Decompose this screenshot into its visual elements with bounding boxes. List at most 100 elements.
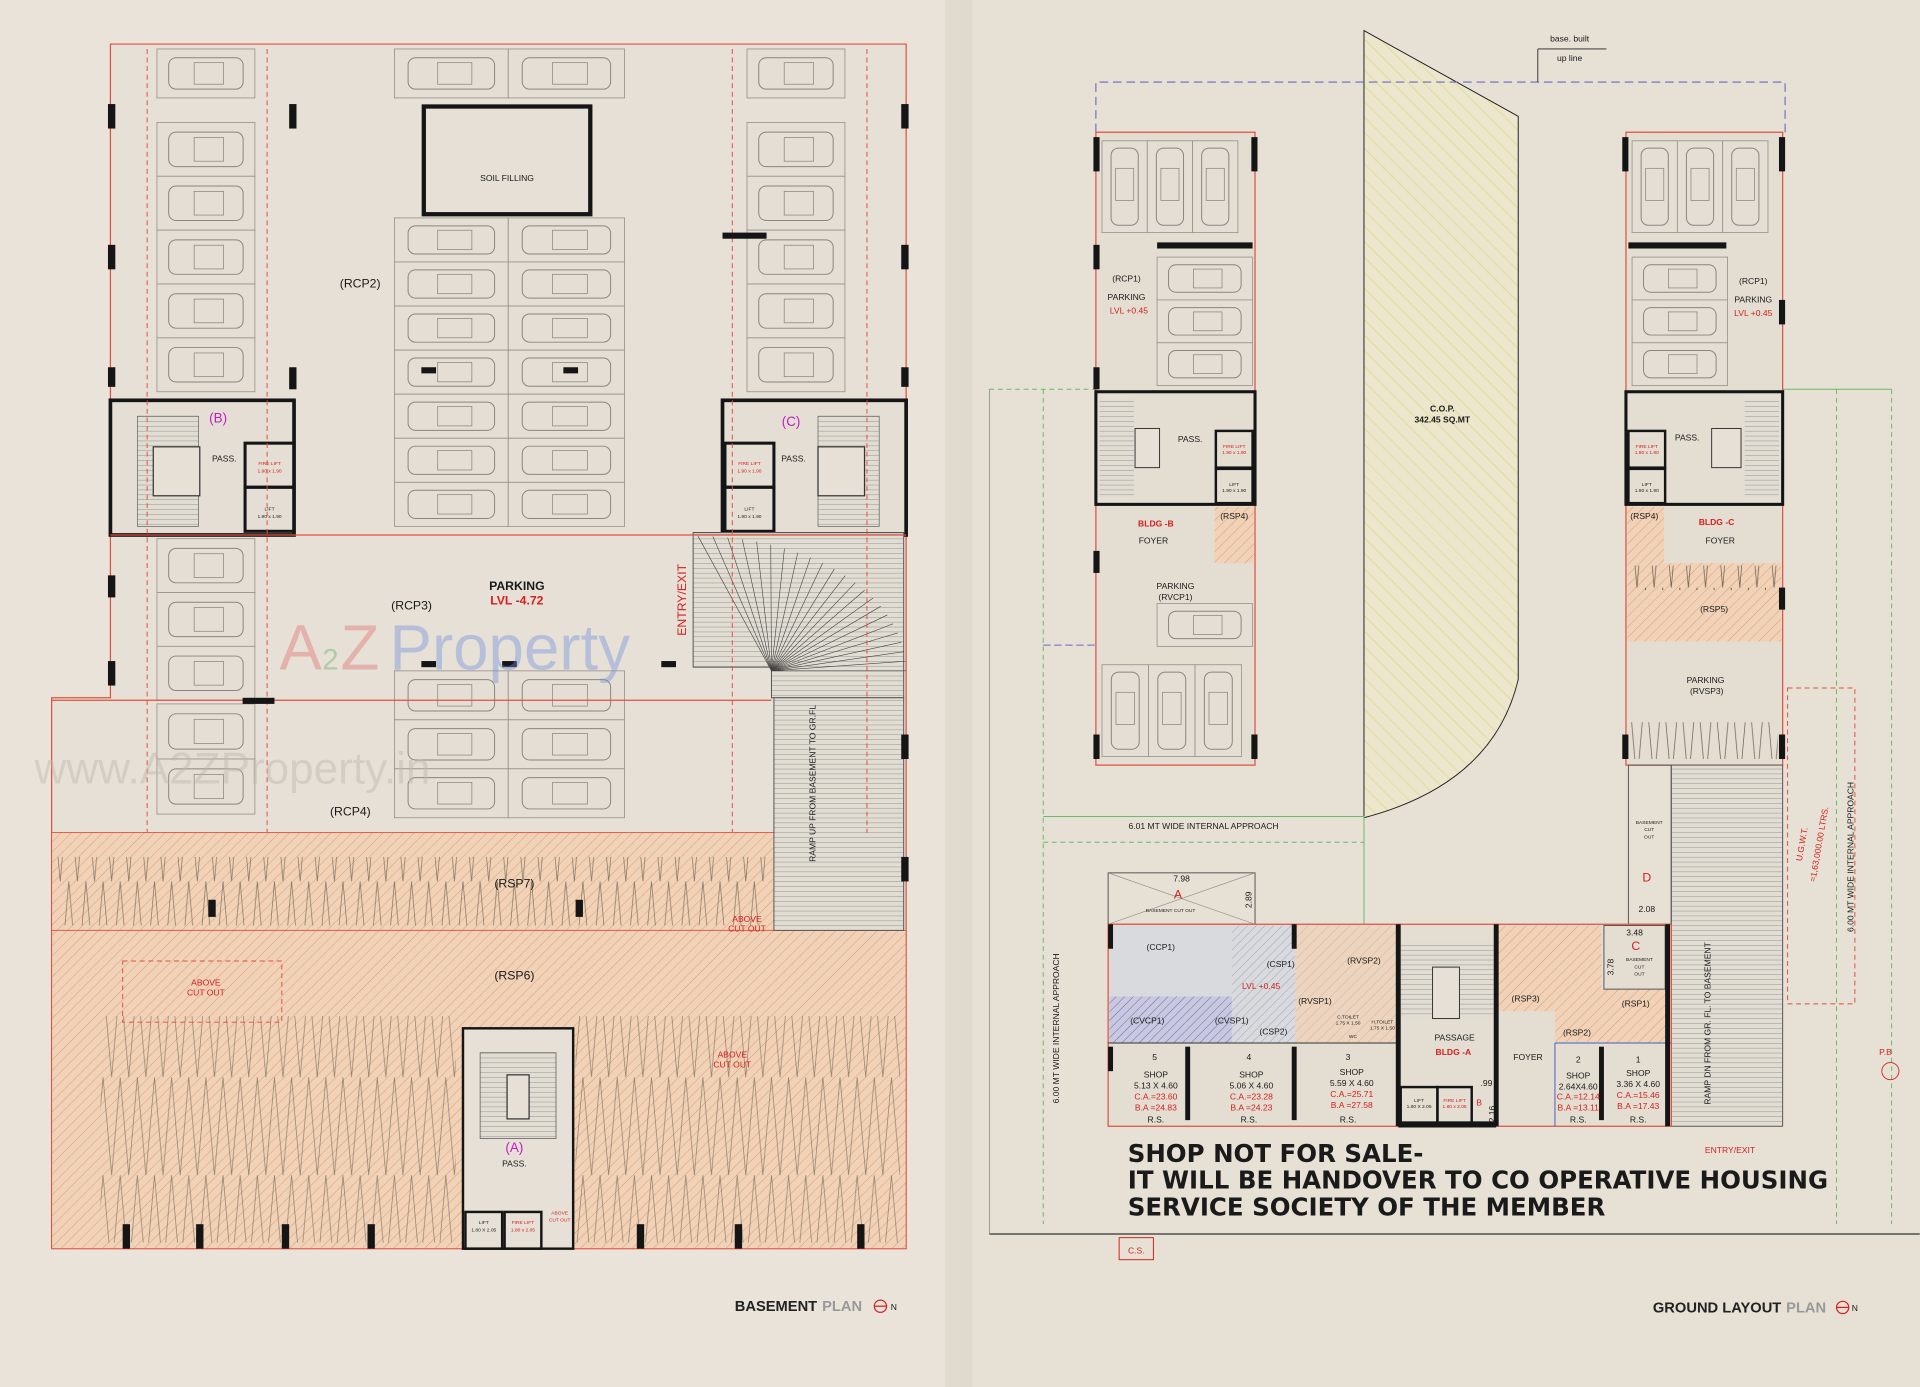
parking-stall: [746, 121, 846, 177]
ramp-step: [771, 589, 865, 672]
svg-text:SHOP: SHOP: [1340, 1067, 1365, 1077]
cs-box: [1118, 1237, 1154, 1261]
base-built-label: base. built: [1550, 34, 1590, 44]
ramp-step: [756, 541, 772, 671]
ramp-step: [770, 544, 772, 671]
svg-text:1: 1: [1636, 1055, 1641, 1065]
ramp-step: [727, 537, 772, 671]
structural-column: [734, 1224, 743, 1249]
level-label: LVL +0.45: [1110, 305, 1149, 315]
parking-stall: [507, 670, 626, 721]
above-cut-out-a: CUT OUT: [549, 1218, 571, 1224]
parking-stall: [1156, 299, 1254, 344]
bldg-c-well: [1711, 427, 1742, 469]
svg-text:SHOP: SHOP: [1144, 1069, 1169, 1079]
basement-label: BASEMENT: [1626, 957, 1653, 963]
approach-601-label: 6.01 MT WIDE INTERNAL APPROACH: [1129, 821, 1279, 831]
bldg-c-stair: [1744, 397, 1779, 499]
parking-stall: [156, 538, 256, 593]
ccp1-label: (CCP1): [1147, 942, 1176, 952]
car-icon: [168, 57, 244, 90]
ramp-up: [773, 697, 905, 931]
car-icon: [1201, 147, 1230, 226]
ramp-step: [771, 552, 799, 671]
ramp-step: [771, 641, 902, 672]
lift-size: 1.90 x 1.90: [1635, 488, 1659, 494]
ccp1-zone: [1109, 925, 1232, 997]
parking-level: LVL -4.72: [490, 594, 543, 608]
structural-column: [107, 367, 116, 387]
rcp4-label: (RCP4): [330, 804, 371, 818]
parking-stall: [507, 48, 626, 99]
core-a-label: (A): [505, 1140, 523, 1155]
cut-label: CUT: [1644, 827, 1654, 833]
fire-lift-size: 1.90 x 1.90: [1222, 450, 1246, 456]
dim-c-height: 3.78: [1606, 959, 1616, 976]
parking-stall: [393, 393, 509, 439]
ramp-step: [697, 536, 772, 671]
structural-column: [1628, 242, 1727, 249]
svg-text:R.S.: R.S.: [1241, 1115, 1258, 1125]
structural-column: [1778, 587, 1786, 610]
cop-area: [1363, 29, 1519, 819]
core-a-stair-well: [506, 1074, 530, 1120]
ramp-step: [771, 660, 906, 672]
lift-label: LIFT: [1642, 482, 1652, 488]
parking-stall: [1101, 140, 1148, 234]
bldg-c-rsp4: [1627, 506, 1664, 564]
ramp-step: [771, 548, 785, 671]
parking-label: PARKING: [1108, 292, 1146, 302]
csp2-label: (CSP2): [1259, 1026, 1287, 1036]
structural-column: [857, 1224, 865, 1249]
above-cut-out-label: CUT OUT: [187, 987, 226, 997]
svg-text:SHOP: SHOP: [1626, 1068, 1651, 1078]
parking-stall: [393, 305, 509, 351]
structural-column: [1093, 550, 1100, 573]
car-icon: [758, 293, 834, 329]
parking-stall: [507, 217, 626, 263]
north-label: N: [891, 1302, 897, 1312]
parking-label: PARKING: [489, 579, 545, 593]
parking-stall: [393, 768, 509, 819]
car-icon: [168, 185, 244, 221]
car-icon: [521, 489, 612, 519]
structural-column: [1395, 924, 1401, 1127]
wc-label: WC: [1349, 1034, 1358, 1040]
rsp4-label: (RSP4): [1630, 511, 1658, 521]
watermark-logo: A 2 Z Property: [279, 613, 630, 684]
cop-area: 342.45 SQ.MT: [1415, 414, 1471, 424]
parking-label: PARKING: [1734, 294, 1772, 304]
lift-label: LIFT: [744, 506, 754, 512]
parking-stall: [1722, 140, 1769, 234]
svg-text:C.A.=15.46: C.A.=15.46: [1617, 1090, 1660, 1100]
svg-text:C.A.=12.14: C.A.=12.14: [1557, 1091, 1600, 1101]
structural-column: [636, 1224, 645, 1249]
dim-a-width: 7.98: [1173, 873, 1190, 883]
cvcp1-label: (CVCP1): [1130, 1015, 1164, 1025]
structural-column: [421, 367, 437, 374]
lift-size: 1.90 x 1.90: [257, 514, 281, 520]
rvsp3-label: (RVSP3): [1690, 686, 1724, 696]
notice-line-2: IT WILL BE HANDOVER TO CO OPERATIVE HOUS…: [1128, 1166, 1828, 1195]
svg-text:B.A =17.43: B.A =17.43: [1617, 1101, 1659, 1111]
parking-stall: [507, 719, 626, 770]
svg-text:R.S.: R.S.: [1148, 1115, 1165, 1125]
bldg-a-well: [1432, 966, 1460, 1020]
rsp2-zone: [1554, 925, 1602, 1042]
car-icon: [168, 239, 244, 275]
svg-text:2: 2: [322, 644, 338, 677]
structural-column: [1665, 924, 1671, 1127]
svg-text:B.A =13.11: B.A =13.11: [1557, 1102, 1599, 1112]
svg-text:Property: Property: [390, 613, 631, 684]
parking-stall: [1148, 664, 1196, 757]
car-icon: [521, 401, 612, 431]
structural-column: [1157, 242, 1253, 249]
car-icon: [168, 131, 244, 168]
parking-stall: [1146, 140, 1194, 234]
pass-label: PASS.: [1675, 433, 1700, 443]
car-icon: [168, 347, 244, 383]
